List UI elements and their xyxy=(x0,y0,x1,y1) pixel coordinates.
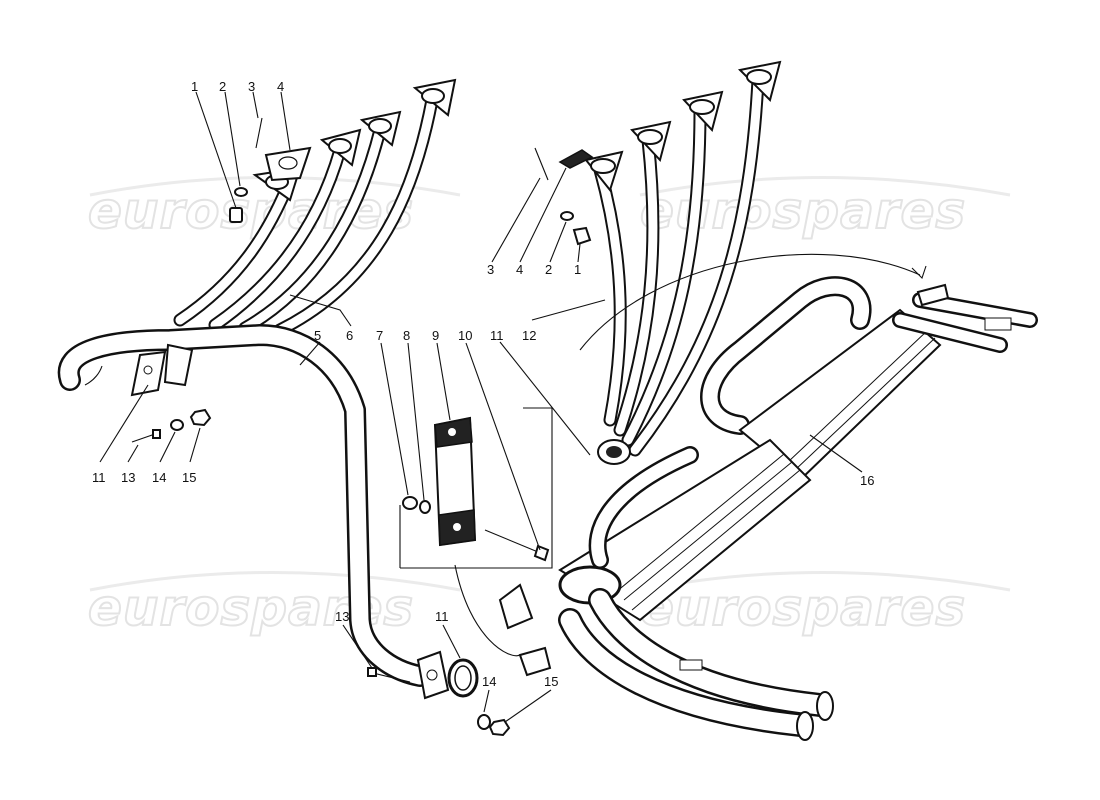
label-2: 2 xyxy=(545,262,552,277)
label-15: 15 xyxy=(544,674,558,689)
label-13: 13 xyxy=(121,470,135,485)
label-9: 9 xyxy=(432,328,439,343)
watermark-bottom-right: eurospares xyxy=(640,579,966,637)
stud-right xyxy=(534,147,549,181)
right-manifold-flange xyxy=(630,120,672,163)
muffler-rear-outlets xyxy=(892,283,1038,353)
washer-14-lower xyxy=(477,714,491,730)
nut-15-left xyxy=(189,408,212,427)
left-flange-bracket xyxy=(130,343,194,397)
label-8: 8 xyxy=(403,328,410,343)
left-manifold-flange xyxy=(359,110,402,147)
label-11: 11 xyxy=(490,328,504,343)
part-number-labels: 1 2 3 4 3 4 2 1 5 6 7 8 9 10 11 12 11 13… xyxy=(92,79,874,689)
washer-14-left xyxy=(170,419,184,431)
inset-box xyxy=(400,407,553,569)
gasket-left xyxy=(264,146,312,182)
left-manifold-flange xyxy=(319,128,362,167)
tailpipe-clamp xyxy=(679,659,703,671)
label-1: 1 xyxy=(574,262,581,277)
label-2: 2 xyxy=(219,79,226,94)
label-14: 14 xyxy=(152,470,166,485)
watermark-swoosh xyxy=(89,571,461,592)
left-exhaust-manifold xyxy=(173,78,457,337)
label-6: 6 xyxy=(346,328,353,343)
left-manifold-flange xyxy=(412,78,457,117)
stud-left xyxy=(255,117,263,149)
nut-15-lower xyxy=(488,718,511,737)
washer-8 xyxy=(419,500,431,514)
right-manifold-outlet-flange xyxy=(597,439,631,465)
label-16: 16 xyxy=(860,473,874,488)
label-1: 1 xyxy=(191,79,198,94)
label-5: 5 xyxy=(314,328,321,343)
label-15: 15 xyxy=(182,470,196,485)
label-11: 11 xyxy=(92,470,106,485)
muffler-assembly xyxy=(498,276,1038,741)
washer-left xyxy=(234,187,248,197)
watermark-swoosh xyxy=(639,571,1011,592)
right-manifold-flange xyxy=(737,60,782,102)
label-11: 11 xyxy=(435,609,449,624)
label-4: 4 xyxy=(277,79,284,94)
label-12: 12 xyxy=(522,328,536,343)
washer-right xyxy=(560,211,574,221)
bolt-13-left xyxy=(131,429,161,443)
label-14: 14 xyxy=(482,674,496,689)
lower-flange xyxy=(416,650,450,700)
muffler-rear-hatching xyxy=(787,329,941,481)
gasket-11-lower xyxy=(447,658,479,698)
rubber-mount xyxy=(433,416,477,547)
right-manifold-flange xyxy=(584,150,624,193)
front-cross-pipe xyxy=(57,324,431,687)
muffler-front-hatching xyxy=(615,453,811,621)
label-3: 3 xyxy=(248,79,255,94)
tail-pipes xyxy=(558,588,834,741)
watermark-swoosh xyxy=(639,176,1011,197)
washer-7 xyxy=(402,496,418,510)
leader-lines xyxy=(99,91,927,723)
label-3: 3 xyxy=(487,262,494,277)
right-manifold-flange xyxy=(682,90,724,133)
label-10: 10 xyxy=(458,328,472,343)
label-13: 13 xyxy=(335,609,349,624)
gasket-right xyxy=(558,149,594,169)
nut-left xyxy=(229,207,243,223)
label-4: 4 xyxy=(516,262,523,277)
label-7: 7 xyxy=(376,328,383,343)
nut-right xyxy=(572,226,592,246)
bolt-10 xyxy=(484,529,550,562)
muffler-inlet-flange xyxy=(498,583,552,677)
right-exhaust-manifold xyxy=(584,60,782,465)
